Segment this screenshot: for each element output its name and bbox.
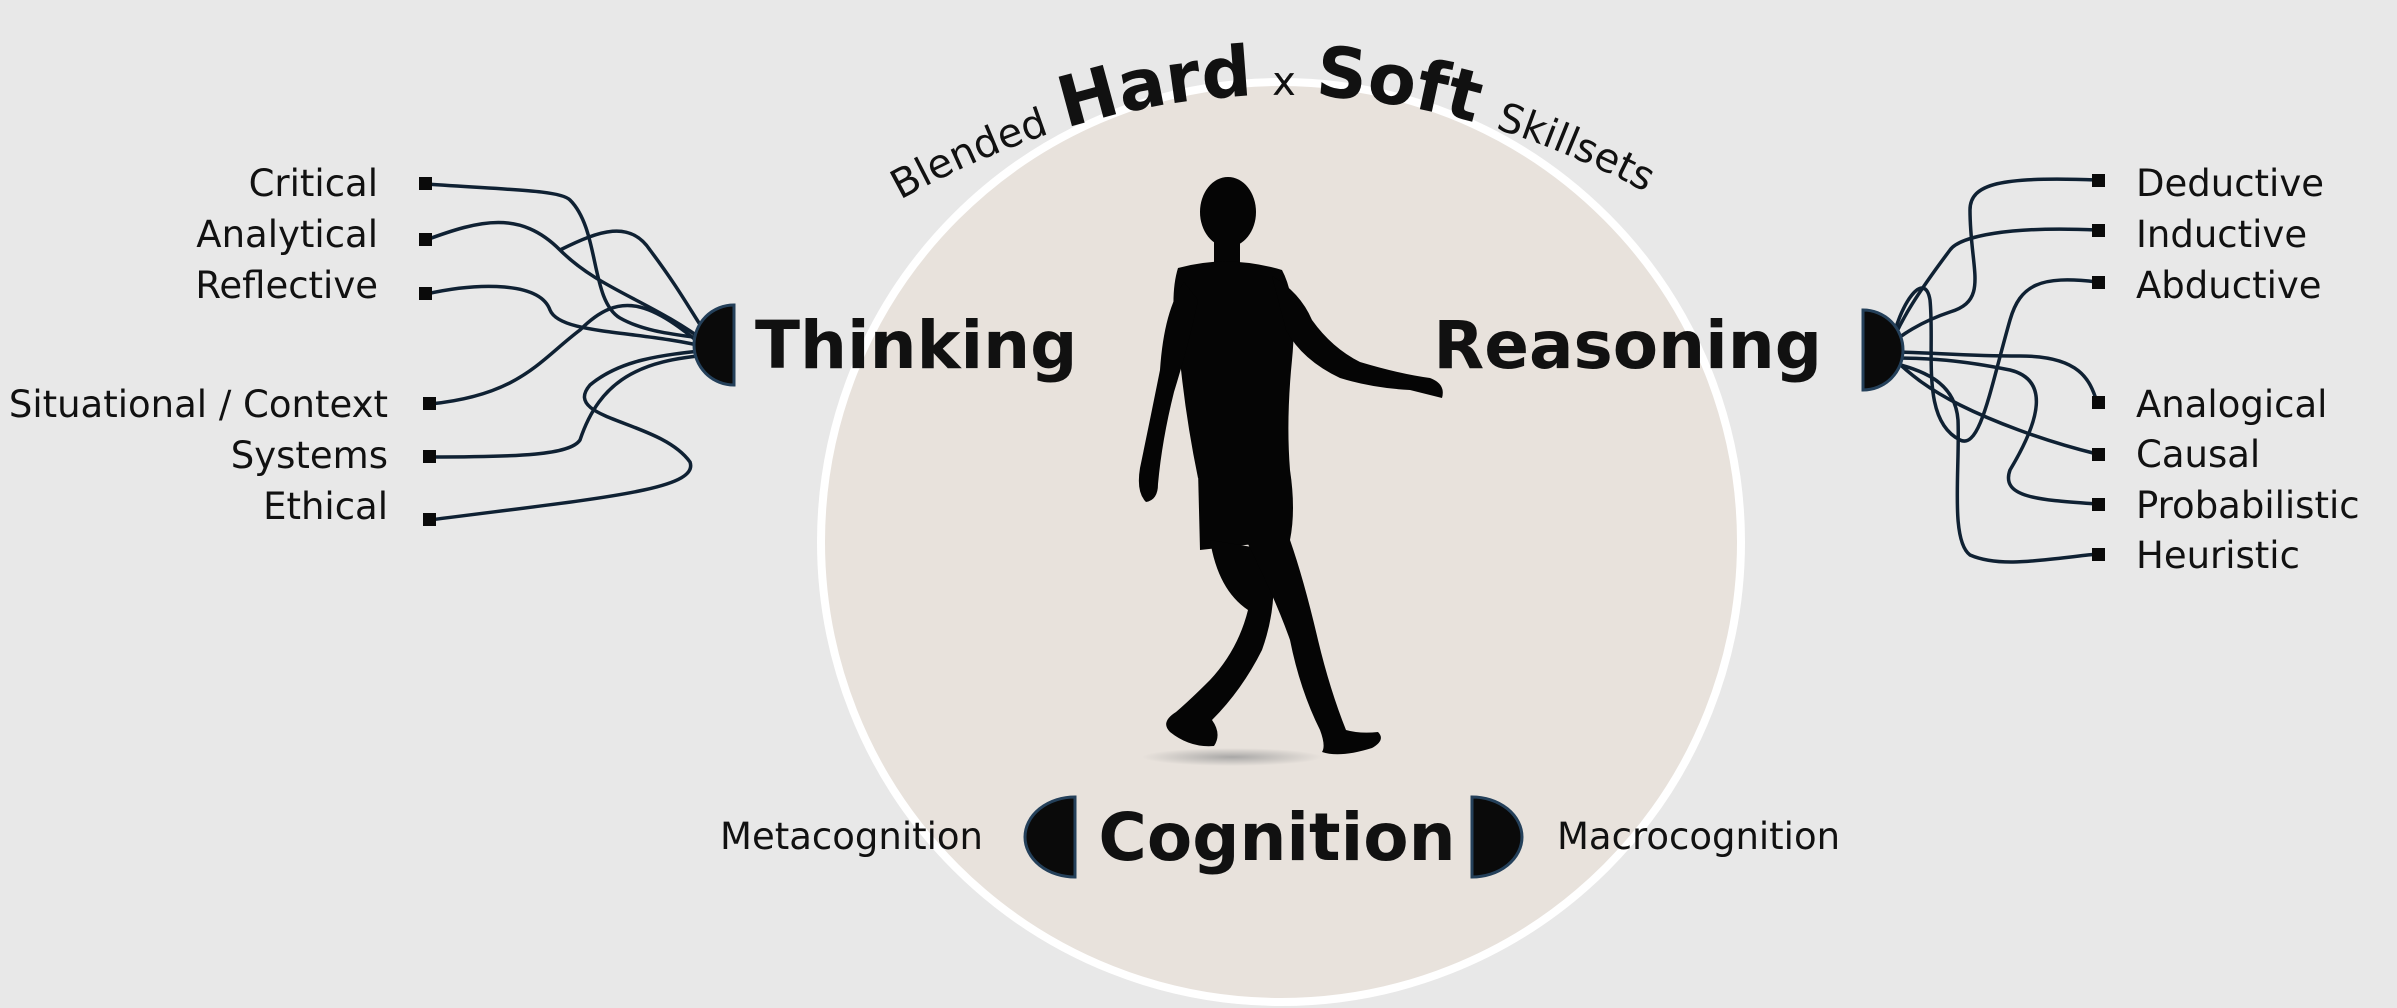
reasoning-item-deductive: Deductive <box>2136 162 2324 205</box>
reasoning-item-analogical: Analogical <box>2136 383 2327 426</box>
thinking-item-critical: Critical <box>249 162 378 205</box>
node-analogical <box>2092 396 2105 409</box>
wire-deductive <box>1888 177 2098 347</box>
wire-systems <box>429 353 711 459</box>
wire-heuristic <box>1889 360 2098 564</box>
node-causal <box>2092 448 2105 461</box>
metacognition-half-disc-connector-icon <box>1023 795 1077 879</box>
node-deductive <box>2092 174 2105 187</box>
macrocognition-label: Macrocognition <box>1557 815 1840 858</box>
node-systems <box>423 450 436 463</box>
thinking-item-situational: Situational / Context <box>9 383 388 426</box>
reasoning-item-probabilistic: Probabilistic <box>2136 484 2360 527</box>
reasoning-cluster: Deductive Inductive Abductive Analogical… <box>1433 162 2359 577</box>
wire-critical <box>425 182 711 342</box>
wire-reflective <box>425 284 711 350</box>
node-reflective <box>419 287 432 300</box>
reasoning-item-causal: Causal <box>2136 433 2260 476</box>
walking-person-silhouette-icon <box>1138 177 1443 766</box>
thinking-cluster: Critical Analytical Reflective Situation… <box>9 162 1078 528</box>
cognition-hub-label: Cognition <box>1098 799 1455 876</box>
reasoning-half-disc-connector-icon <box>1861 308 1905 392</box>
reasoning-item-abductive: Abductive <box>2136 264 2322 307</box>
wire-abductive <box>1888 278 2098 443</box>
wire-analytical <box>425 220 712 347</box>
reasoning-item-heuristic: Heuristic <box>2136 534 2300 577</box>
node-critical <box>419 177 432 190</box>
wire-causal <box>1888 353 2098 456</box>
wire-probabilistic <box>1889 356 2098 506</box>
node-abductive <box>2092 276 2105 289</box>
thinking-half-disc-connector-icon <box>692 303 736 387</box>
thinking-item-analytical: Analytical <box>196 213 378 256</box>
reasoning-hub-label: Reasoning <box>1433 307 1822 384</box>
reasoning-item-inductive: Inductive <box>2136 213 2307 256</box>
node-probabilistic <box>2092 498 2105 511</box>
node-situational <box>423 397 436 410</box>
wire-situational <box>429 303 712 406</box>
macrocognition-half-disc-connector-icon <box>1470 795 1524 879</box>
cognition-row: Metacognition Cognition Macrocognition <box>720 795 1840 879</box>
wire-analogical <box>1889 350 2099 403</box>
wire-inductive <box>1888 227 2098 349</box>
title-connector: x <box>1272 59 1296 105</box>
node-inductive <box>2092 224 2105 237</box>
thinking-hub-label: Thinking <box>755 307 1077 384</box>
wire-ethical <box>429 348 711 522</box>
thinking-item-reflective: Reflective <box>195 264 378 307</box>
metacognition-label: Metacognition <box>720 815 983 858</box>
node-analytical <box>419 233 432 246</box>
thinking-item-systems: Systems <box>231 434 388 477</box>
node-ethical <box>423 513 436 526</box>
wire-analytical-loop <box>559 229 712 341</box>
node-heuristic <box>2092 548 2105 561</box>
thinking-item-ethical: Ethical <box>263 485 388 528</box>
